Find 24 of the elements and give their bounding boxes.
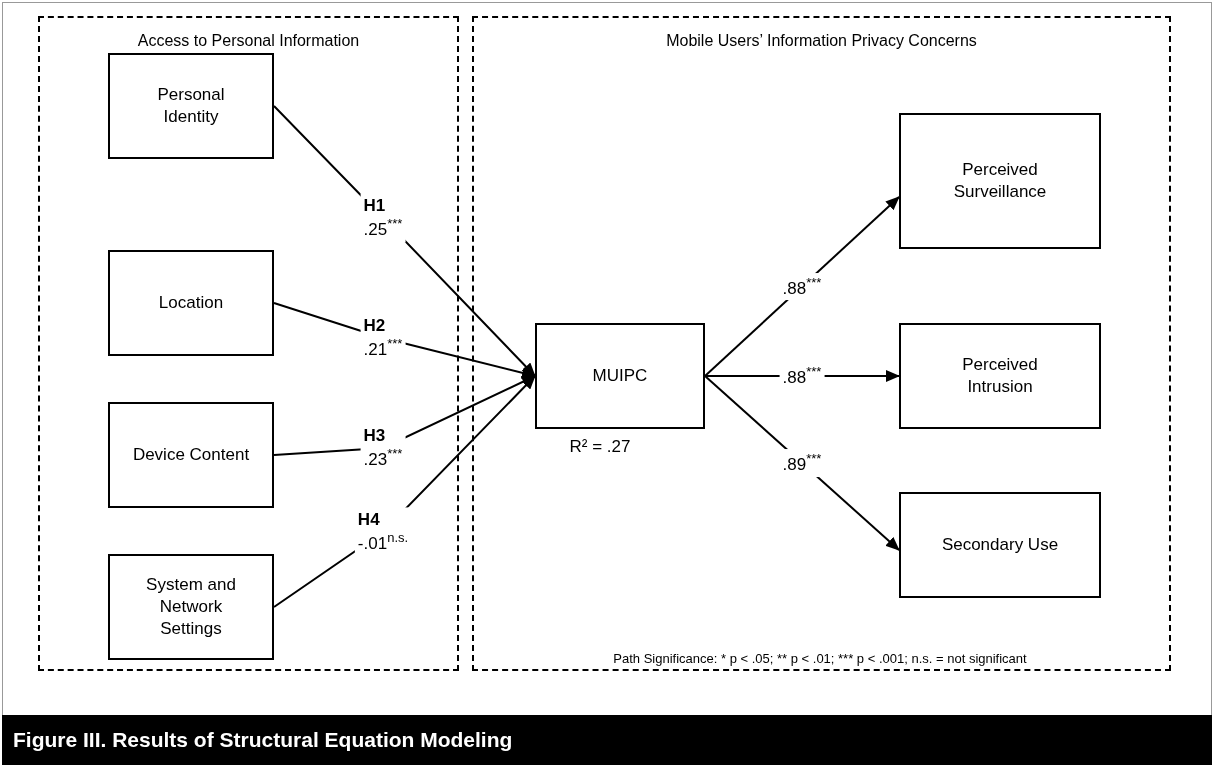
significance-note: Path Significance: * p < .05; ** p < .01; *** p < .001; n.s. = not significant: [613, 651, 1027, 666]
construct-box: [899, 113, 1101, 249]
construct-box: [108, 554, 274, 660]
group-heading: Mobile Users’ Information Privacy Concerns: [665, 32, 978, 50]
construct-box: [899, 492, 1101, 598]
construct-label: MUIPC: [591, 364, 649, 387]
construct-label: Location: [157, 291, 225, 314]
construct-box: [108, 53, 274, 159]
construct-label: Perceived Intrusion: [961, 353, 1039, 398]
construct-label: Personal Identity: [156, 83, 226, 128]
construct-box: [108, 250, 274, 356]
construct-box: [108, 402, 274, 508]
figure-caption: Figure III. Results of Structural Equation Modeling: [2, 715, 1212, 765]
construct-label: Perceived Surveillance: [952, 158, 1048, 203]
construct-label: System and Network Settings: [145, 573, 237, 641]
path-coefficient-label: H1 .25$^{***}$: [360, 193, 406, 243]
dashed-group-box: [38, 16, 459, 671]
construct-label: Secondary Use: [940, 533, 1060, 556]
r-squared-label: R² = .27: [569, 437, 631, 457]
group-heading: Access to Personal Information: [136, 32, 361, 50]
construct-box: [899, 323, 1101, 429]
construct-box: [535, 323, 705, 429]
dashed-group-box: [472, 16, 1171, 671]
construct-label: Device Content: [131, 443, 251, 466]
